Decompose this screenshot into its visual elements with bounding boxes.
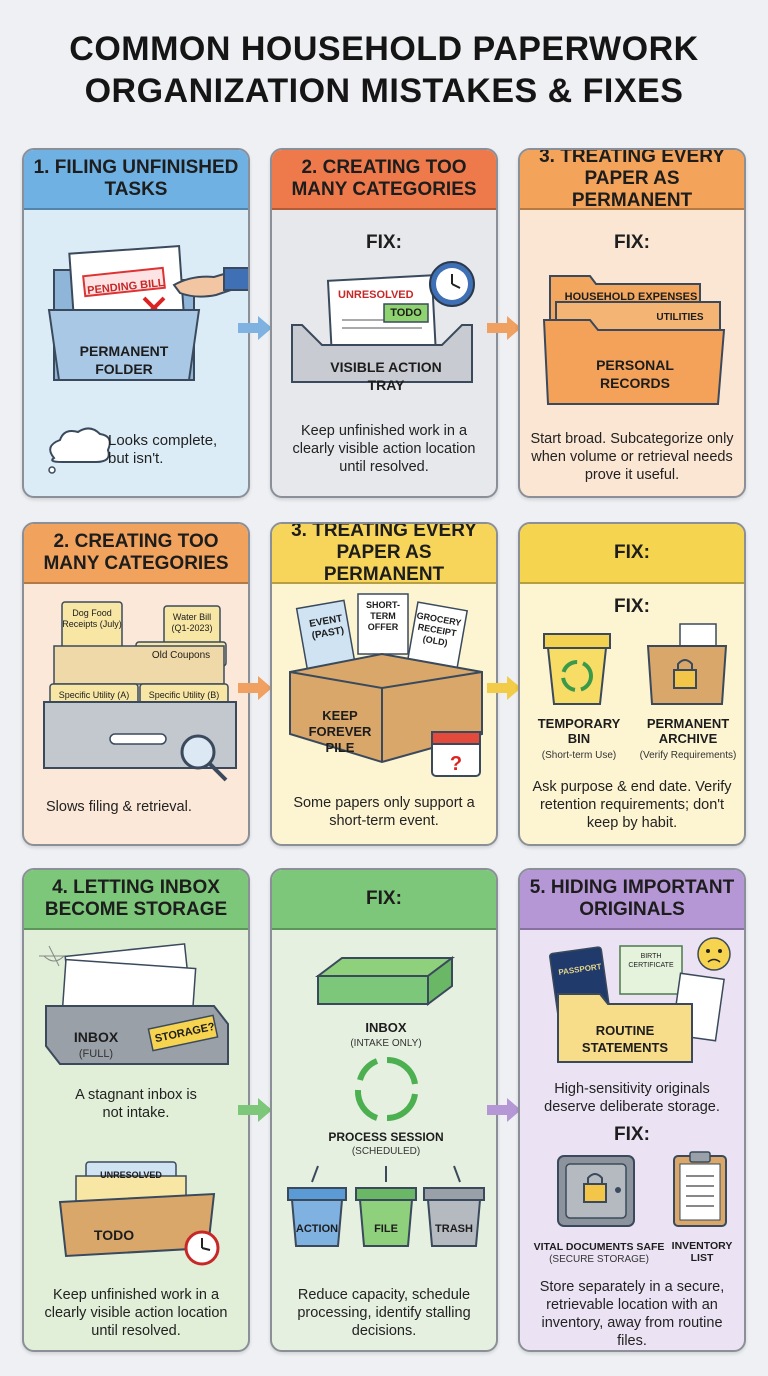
card-header: 1. FILING UNFINISHED TASKS — [24, 150, 248, 210]
inventory-clipboard-icon — [673, 1151, 727, 1227]
unresolved-label: UNRESOLVED — [338, 289, 414, 301]
thought-cloud-icon — [48, 427, 111, 474]
routine-statements-label: ROUTINE STATEMENTS — [581, 1023, 669, 1055]
empty-inbox-tray-icon — [315, 956, 455, 1006]
card-creating-too-many-categories: 2. CREATING TOO MANY CATEGORIES FIX: UNR… — [270, 148, 498, 498]
card-header: 2. CREATING TOO MANY CATEGORIES — [272, 150, 496, 210]
trash-bin-label: TRASH — [435, 1223, 473, 1235]
card-caption: Some papers only support a short-term ev… — [293, 795, 475, 829]
recycle-bin-icon — [543, 633, 611, 705]
title-line-1: COMMON HOUSEHOLD PAPERWORK — [69, 30, 699, 68]
inbox-label: INBOX — [73, 1029, 119, 1045]
card-caption: Slows filing & retrieval. — [46, 799, 192, 815]
svg-text:?: ? — [450, 753, 462, 775]
cycle-arrows-icon — [354, 1056, 418, 1122]
card-header: FIX: — [520, 524, 744, 584]
keep-forever-box-illustration: ? — [289, 593, 483, 777]
permanent-archive-label: PERMANENT ARCHIVE — [646, 716, 730, 746]
todo-box-label: TODO — [93, 1227, 135, 1243]
permanent-folder-label: PERMANENT FOLDER — [79, 343, 169, 377]
card-header: FIX: — [272, 870, 496, 930]
card-caption-2: Store separately in a secure, retrievabl… — [539, 1279, 725, 1349]
temporary-bin-label: TEMPORARY BIN — [537, 716, 621, 746]
card-caption-1: A stagnant inbox is not intake. — [75, 1087, 197, 1121]
card-caption: Start broad. Subcategorize only when vol… — [530, 431, 734, 483]
inbox-intake-sub: (INTAKE ONLY) — [350, 1038, 422, 1049]
card-header: 3. TREATING EVERY PAPER AS PERMANENT — [520, 150, 744, 211]
utilities-label: UTILITIES — [656, 312, 704, 323]
process-session-label: PROCESS SESSION — [328, 1130, 444, 1144]
inbox-intake-label: INBOX — [365, 1020, 407, 1035]
fix-label: FIX: — [614, 1124, 650, 1145]
action-tray-illustration — [291, 261, 475, 383]
folder-with-pending-bill-illustration — [47, 244, 248, 381]
archive-box-lock-icon — [646, 623, 728, 705]
keep-forever-label: KEEP FOREVER PILE — [308, 708, 372, 755]
card-caption-1: High-sensitivity originals deserve delib… — [544, 1081, 720, 1115]
short-term-offer-label: SHORT-TERM OFFER — [365, 600, 400, 632]
folder-tab-old-coupons: Old Coupons — [151, 650, 211, 661]
arrow-right-icon — [238, 1098, 272, 1122]
personal-records-label: PERSONAL RECORDS — [596, 357, 674, 391]
action-bin-label: ACTION — [295, 1223, 339, 1235]
overflowing-inbox-illustration — [39, 943, 229, 1065]
card-header: 4. LETTING INBOX BECOME STORAGE — [24, 870, 248, 930]
card-header: 5. HIDING IMPORTANT ORIGINALS — [520, 870, 744, 930]
arrow-right-icon — [238, 316, 272, 340]
folder-tab-utility-a: Specific Utility (A) — [58, 690, 130, 700]
fix-label: FIX: — [614, 232, 650, 253]
arrow-right-icon — [238, 676, 272, 700]
inventory-list-label: INVENTORY LIST — [671, 1240, 733, 1264]
fix-label: FIX: — [366, 232, 402, 253]
folder-tab-utility-b: Specific Utility (B) — [148, 690, 220, 700]
card-caption: Keep unfinished work in a clearly visibl… — [292, 423, 476, 475]
fix-label: FIX: — [614, 596, 650, 617]
permanent-archive-sub: (Verify Requirements) — [639, 750, 737, 761]
hidden-originals-illustration — [549, 937, 731, 1063]
arrow-right-icon — [487, 1098, 521, 1122]
card-header: 2. CREATING TOO MANY CATEGORIES — [24, 524, 248, 584]
folder-tab-water-bill: Water Bill (Q1-2023) — [171, 612, 213, 633]
arrow-right-icon — [487, 676, 521, 700]
card-caption: Looks complete, but isn't. — [108, 432, 218, 467]
safe-label: VITAL DOCUMENTS SAFE — [533, 1241, 665, 1253]
card-treating-every-paper-as-permanent: 3. TREATING EVERY PAPER AS PERMANENT FIX… — [518, 148, 746, 498]
todo-tag: TODO — [390, 307, 422, 319]
card-fix-inbox-intake: FIX: INBOX (INTAKE ONLY) PROCESS SESSION… — [270, 868, 498, 1352]
title-line-2: ORGANIZATION MISTAKES & FIXES — [84, 72, 684, 110]
inbox-full-sub: (FULL) — [78, 1048, 114, 1060]
nested-folders-illustration — [542, 275, 726, 405]
unresolved-tab-label: UNRESOLVED — [100, 1170, 162, 1180]
page-title: COMMON HOUSEHOLD PAPERWORK ORGANIZATION … — [0, 28, 768, 112]
card-header: 3. TREATING EVERY PAPER AS PERMANENT — [272, 524, 496, 585]
card-hiding-important-originals: 5. HIDING IMPORTANT ORIGINALS PASSPORT B… — [518, 868, 746, 1352]
folder-tab-dog-food: Dog Food Receipts (July) — [62, 608, 122, 629]
household-expenses-label: HOUSEHOLD EXPENSES — [564, 291, 698, 303]
overstuffed-drawer-illustration — [43, 601, 237, 782]
card-treating-every-paper-as-permanent-2: 3. TREATING EVERY PAPER AS PERMANENT ? E… — [270, 522, 498, 846]
card-creating-too-many-categories-2: 2. CREATING TOO MANY CATEGORIES Dog Food… — [22, 522, 250, 846]
arrow-right-icon — [487, 316, 521, 340]
file-bin-label: FILE — [374, 1223, 398, 1235]
safe-sub: (SECURE STORAGE) — [549, 1254, 649, 1265]
temporary-bin-sub: (Short-term Use) — [541, 750, 617, 761]
card-caption: Reduce capacity, schedule processing, id… — [297, 1287, 471, 1339]
vital-documents-safe-icon — [557, 1155, 635, 1227]
card-fix-temporary-vs-permanent: FIX: FIX: TEMPORARY BIN (Short-term Use)… — [518, 522, 746, 846]
card-caption: Ask purpose & end date. Verify retention… — [532, 779, 732, 831]
sorting-bins-illustration — [287, 1165, 485, 1247]
process-session-sub: (SCHEDULED) — [351, 1146, 421, 1157]
card-filing-unfinished-tasks: 1. FILING UNFINISHED TASKS PENDING BILL … — [22, 148, 250, 498]
birth-certificate-label: BIRTH CERTIFICATE — [628, 953, 674, 969]
action-tray-label: VISIBLE ACTION TRAY — [330, 359, 442, 393]
todo-file-box-illustration — [58, 1161, 220, 1266]
card-letting-inbox-become-storage: 4. LETTING INBOX BECOME STORAGE INBOX (F… — [22, 868, 250, 1352]
card-caption-2: Keep unfinished work in a clearly visibl… — [44, 1287, 228, 1339]
